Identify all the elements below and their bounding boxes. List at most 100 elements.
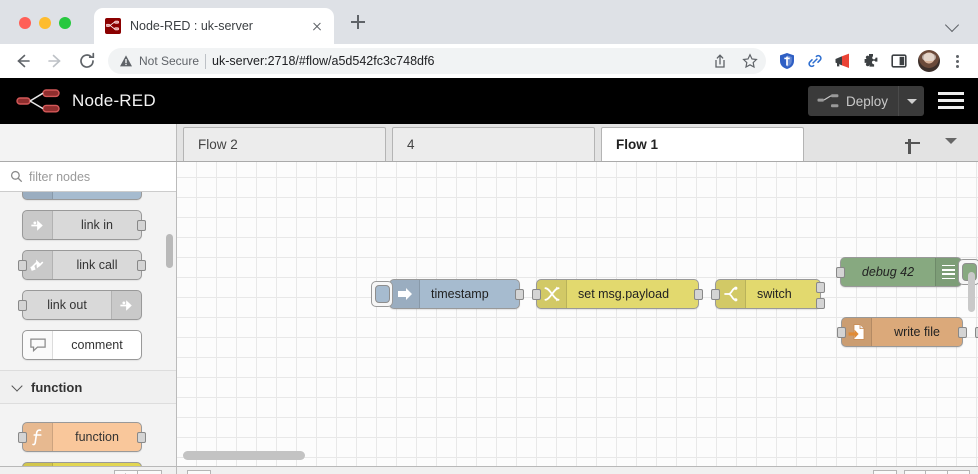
palette-node-label: function — [75, 430, 119, 444]
new-tab-button[interactable] — [344, 8, 372, 36]
node-red-logo-icon — [16, 89, 60, 113]
canvas-grid — [177, 162, 978, 466]
shield-icon[interactable] — [774, 48, 800, 74]
chevron-down-icon[interactable] — [13, 382, 23, 392]
canvas-node-label: debug 42 — [861, 265, 915, 279]
reload-button[interactable] — [72, 46, 102, 76]
browser-tab-title: Node-RED : uk-server — [130, 19, 253, 33]
security-status-label: Not Secure — [139, 54, 200, 68]
node-input-port[interactable] — [836, 267, 845, 278]
expand-all-button[interactable] — [138, 469, 162, 474]
flow-tab-flow-2[interactable]: Flow 2 — [183, 127, 386, 161]
chevron-down-icon[interactable] — [946, 17, 960, 31]
node-input-port[interactable] — [837, 327, 846, 338]
hamburger-menu-icon[interactable] — [938, 91, 964, 111]
palette-category-function[interactable]: function — [0, 370, 176, 404]
filter-nodes-input[interactable]: filter nodes — [29, 169, 91, 184]
node-output-port[interactable] — [137, 219, 146, 231]
node-output-port[interactable] — [515, 289, 524, 300]
window-controls — [0, 17, 71, 44]
share-icon[interactable] — [708, 49, 732, 73]
node-input-port[interactable] — [975, 327, 978, 338]
navigator-button[interactable] — [873, 469, 897, 474]
deploy-icon — [817, 94, 839, 108]
flow-tab-label: Flow 2 — [198, 137, 238, 152]
side-panel-icon[interactable] — [886, 48, 912, 74]
inject-trigger-button[interactable] — [371, 281, 393, 307]
node-input-port[interactable] — [532, 289, 541, 300]
palette-node-link-out[interactable]: link out — [18, 290, 142, 320]
browser-tabstrip: Node-RED : uk-server — [0, 0, 978, 44]
close-window-button[interactable] — [19, 17, 31, 29]
node-input-port[interactable] — [18, 259, 27, 271]
node-output-port[interactable] — [137, 259, 146, 271]
close-icon[interactable] — [308, 17, 326, 35]
minimize-window-button[interactable] — [39, 17, 51, 29]
back-button[interactable] — [8, 46, 38, 76]
node-input-port[interactable] — [711, 289, 720, 300]
flow-tab-menu-button[interactable] — [944, 138, 960, 148]
node-red-logo: Node-RED — [16, 88, 156, 114]
url-text[interactable]: uk-server:2718/#flow/a5d542fc3c748df6 — [212, 54, 435, 68]
node-output-port[interactable] — [694, 289, 703, 300]
node-output-port[interactable] — [958, 327, 967, 338]
palette-node-label: link out — [47, 298, 87, 312]
canvas-node-label: set msg.payload — [578, 287, 670, 301]
canvas-node-timestamp[interactable]: timestamp — [371, 279, 524, 309]
vertical-scrollbar[interactable] — [968, 272, 975, 312]
address-bar[interactable]: Not Secure uk-server:2718/#flow/a5d542fc… — [108, 48, 766, 74]
canvas-view-controls: − ○ + — [873, 469, 970, 474]
node-palette: filter nodes link in — [0, 162, 177, 466]
palette-node-partial[interactable] — [22, 192, 142, 200]
canvas-node-switch[interactable]: switch — [711, 279, 825, 309]
megaphone-icon[interactable] — [830, 48, 856, 74]
deploy-button[interactable]: Deploy — [807, 86, 924, 116]
palette-scrollbar[interactable] — [166, 234, 173, 268]
flow-tab-flow-1[interactable]: Flow 1 — [601, 127, 804, 161]
browser-chrome: Node-RED : uk-server — [0, 0, 978, 78]
palette-node-list: link in link call — [0, 192, 176, 466]
status-bar: − ○ + — [0, 466, 978, 474]
switch-icon — [23, 463, 53, 466]
palette-node-switch[interactable]: switch — [22, 462, 142, 466]
deploy-button-label: Deploy — [845, 93, 888, 109]
palette-node-link-call[interactable]: link call — [18, 250, 146, 280]
flow-tab-4[interactable]: 4 — [392, 127, 595, 161]
forward-button[interactable] — [40, 46, 70, 76]
canvas-node-label: timestamp — [431, 287, 489, 301]
browser-tab[interactable]: Node-RED : uk-server — [94, 8, 334, 44]
node-output-port[interactable] — [137, 431, 146, 443]
palette-node-comment[interactable]: comment — [22, 330, 142, 360]
node-input-port[interactable] — [18, 299, 27, 311]
node-output-port-1[interactable] — [816, 282, 825, 293]
canvas-node-write-file[interactable]: write file — [837, 317, 967, 347]
search-flows-button[interactable] — [187, 469, 211, 474]
flow-tab-label: Flow 1 — [616, 137, 659, 152]
palette-node-link-in[interactable]: link in — [22, 210, 146, 240]
node-input-port[interactable] — [18, 431, 27, 443]
puzzle-piece-icon[interactable] — [858, 48, 884, 74]
node-output-port-2[interactable] — [816, 298, 825, 309]
horizontal-scrollbar[interactable] — [183, 451, 305, 460]
flow-canvas[interactable]: timestamp set msg.payload — [177, 162, 978, 466]
inject-arrow-icon — [390, 280, 420, 308]
zoom-reset-button[interactable]: ○ — [926, 470, 948, 474]
star-icon[interactable] — [738, 49, 762, 73]
avatar[interactable] — [918, 50, 940, 72]
search-icon — [10, 170, 23, 183]
palette-node-function[interactable]: function — [18, 422, 146, 452]
node-red-favicon — [105, 18, 121, 34]
palette-filter-row[interactable]: filter nodes — [0, 162, 176, 192]
link-icon[interactable] — [802, 48, 828, 74]
zoom-in-button[interactable]: + — [948, 470, 970, 474]
kebab-menu-icon[interactable] — [946, 50, 968, 72]
maximize-window-button[interactable] — [59, 17, 71, 29]
zoom-out-button[interactable]: − — [904, 470, 926, 474]
canvas-node-debug-42[interactable]: debug 42 — [836, 257, 978, 287]
caret-down-icon[interactable] — [898, 86, 924, 116]
collapse-all-button[interactable] — [114, 469, 138, 474]
add-flow-button[interactable] — [902, 133, 922, 154]
link-in-icon — [23, 211, 53, 239]
canvas-node-set-msg-payload[interactable]: set msg.payload — [532, 279, 703, 309]
node-red-header: Node-RED Deploy — [0, 78, 978, 124]
